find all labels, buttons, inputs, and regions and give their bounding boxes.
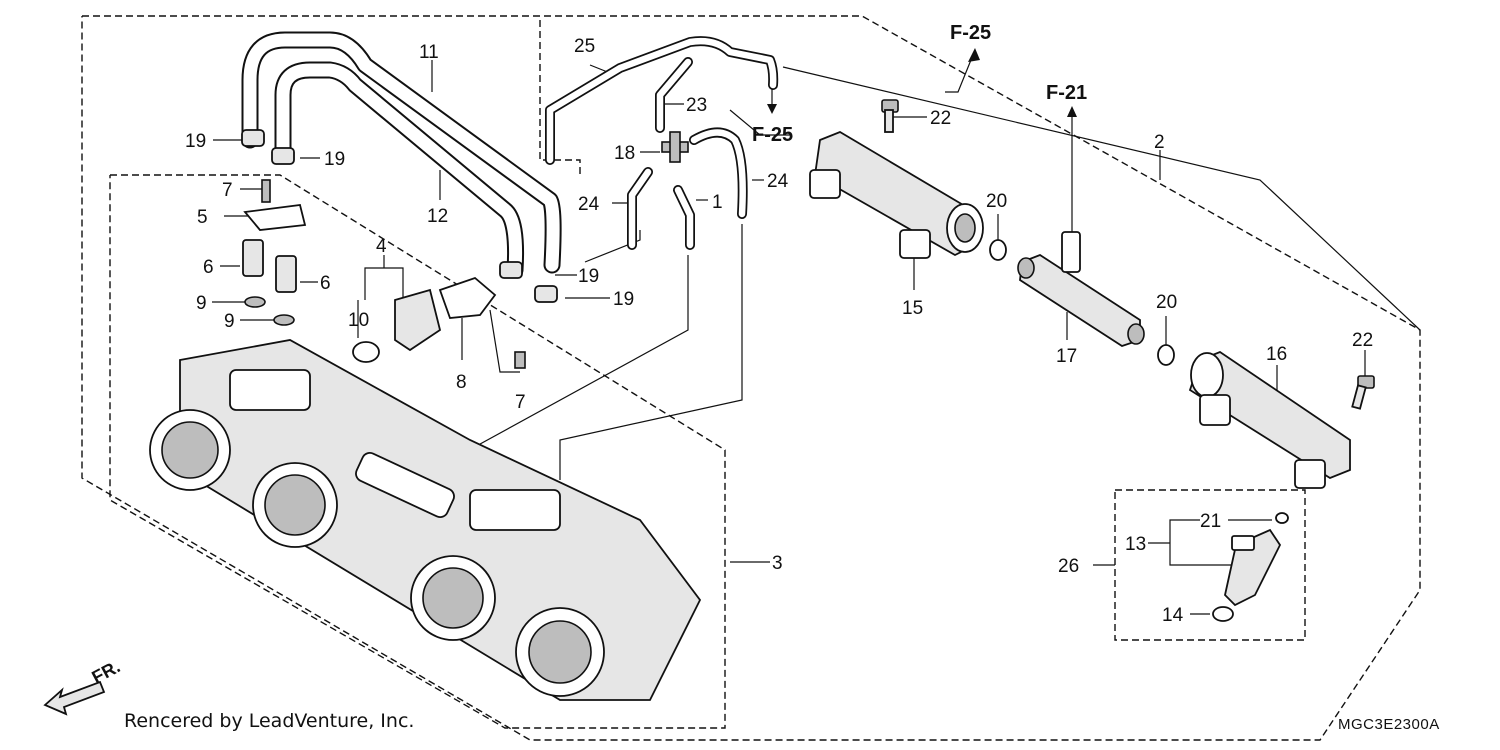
part-label-17: 17 [1056, 346, 1077, 367]
part-label-19b: 19 [324, 149, 345, 170]
credit-text: Rencered by LeadVenture, Inc. [124, 710, 415, 732]
part-label-3: 3 [772, 553, 783, 574]
part-label-2: 2 [1154, 132, 1165, 153]
hose-1 [673, 185, 695, 250]
hose-23 [655, 57, 693, 133]
part-label-24a: 24 [578, 194, 600, 215]
part-label-21: 21 [1200, 511, 1221, 532]
part-label-14: 14 [1162, 605, 1184, 626]
reference-labels: F-25 F-25 F-21 [752, 22, 1087, 146]
outline-throttle-body [109, 174, 726, 729]
front-arrow-icon [43, 680, 106, 716]
diagram-code: MGC3E2300A [1338, 716, 1440, 733]
part-label-1: 1 [712, 192, 723, 213]
part-label-19c: 19 [578, 266, 599, 287]
joint-18 [661, 131, 689, 163]
part-label-11: 11 [419, 42, 439, 63]
part-label-9b: 9 [224, 311, 235, 332]
hose-12 [274, 61, 525, 279]
part-label-20b: 20 [1156, 292, 1177, 313]
part-label-7b: 7 [515, 392, 526, 413]
part-labels: 1 2 3 4 5 6 6 7 7 8 9 9 10 11 12 13 14 1… [185, 36, 1373, 626]
clamps-19 [241, 129, 558, 303]
part-label-10: 10 [348, 310, 369, 331]
part-label-7a: 7 [222, 180, 233, 201]
small-parts-left [242, 179, 526, 369]
outline-injector-group [1114, 489, 1306, 641]
part-label-23: 23 [686, 95, 707, 116]
front-indicator-label: FR. [88, 656, 123, 687]
throttle-body-3 [149, 339, 702, 701]
part-label-6b: 6 [320, 273, 331, 294]
ref-f25-top: F-25 [950, 22, 991, 44]
ref-f25-mid: F-25 [752, 124, 793, 146]
hose-24-right [689, 127, 748, 219]
bolts-22 [881, 99, 1375, 410]
part-label-20a: 20 [986, 191, 1007, 212]
outline-hose-group [539, 20, 581, 175]
part-label-22b: 22 [1352, 330, 1373, 351]
leader-lines [212, 48, 1421, 615]
part-label-18: 18 [614, 143, 635, 164]
hose-11 [241, 31, 562, 274]
part-label-19d: 19 [613, 289, 634, 310]
hose-25 [545, 36, 779, 165]
part-label-25: 25 [574, 36, 595, 57]
part-label-19a: 19 [185, 131, 206, 152]
fuel-rail-15 [809, 130, 984, 259]
part-label-22a: 22 [930, 108, 951, 129]
part-label-5: 5 [197, 207, 208, 228]
ref-f21: F-21 [1046, 82, 1087, 104]
part-label-15: 15 [902, 298, 923, 319]
part-label-26: 26 [1058, 556, 1079, 577]
part-label-4: 4 [376, 236, 387, 257]
injector-13 [1212, 512, 1289, 622]
part-label-12: 12 [427, 206, 448, 227]
orings-20 [989, 239, 1175, 366]
part-label-9a: 9 [196, 293, 207, 314]
part-label-16: 16 [1266, 344, 1287, 365]
outline-main [81, 15, 1421, 741]
part-label-6a: 6 [203, 257, 214, 278]
part-label-13: 13 [1125, 534, 1146, 555]
hose-24-left [627, 167, 653, 250]
part-label-24b: 24 [767, 171, 789, 192]
fuel-rail-16 [1188, 350, 1351, 489]
part-label-8: 8 [456, 372, 467, 393]
fuel-joint-17 [1017, 231, 1145, 347]
assembly-outlines [81, 15, 1421, 741]
